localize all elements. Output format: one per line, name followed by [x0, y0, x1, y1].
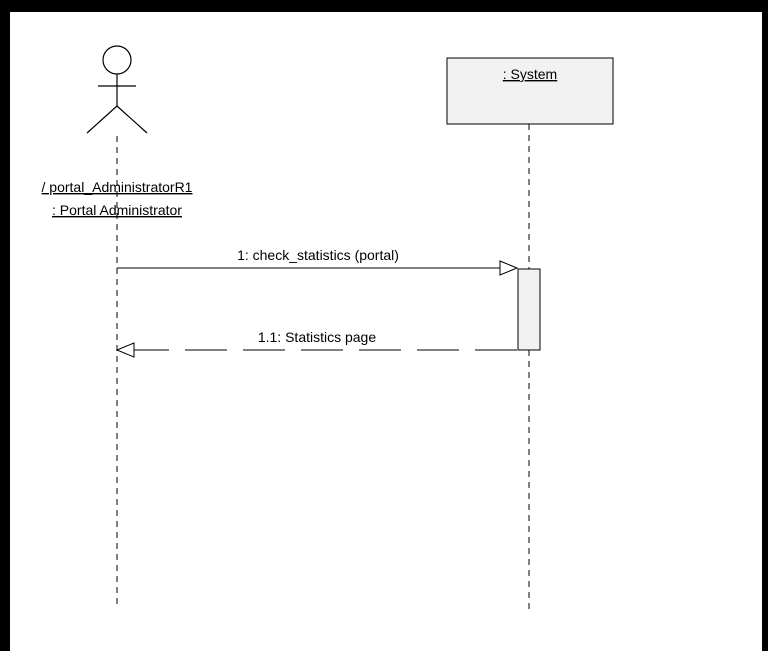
- call-message-label: 1: check_statistics (portal): [237, 247, 399, 263]
- system-label: : System: [503, 66, 557, 82]
- diagram-area: [10, 12, 762, 651]
- message-statistics-page[interactable]: 1.1: Statistics page: [115, 329, 517, 358]
- actor-leg-left: [86, 105, 118, 134]
- actor-leg-right: [116, 105, 148, 134]
- call-arrowhead: [499, 260, 519, 276]
- actor-class-label: : Portal Administrator: [52, 202, 182, 218]
- system-box: [446, 57, 614, 125]
- actor-head: [102, 45, 132, 75]
- message-check-statistics[interactable]: 1: check_statistics (portal): [117, 247, 519, 276]
- return-message-label: 1.1: Statistics page: [258, 329, 377, 345]
- actor-role-label: / portal_AdministratorR1: [42, 179, 193, 195]
- system-object[interactable]: : System: [446, 57, 614, 125]
- actor-figure[interactable]: [86, 45, 148, 134]
- return-arrowhead: [115, 342, 135, 358]
- system-activation-bar: [517, 268, 541, 351]
